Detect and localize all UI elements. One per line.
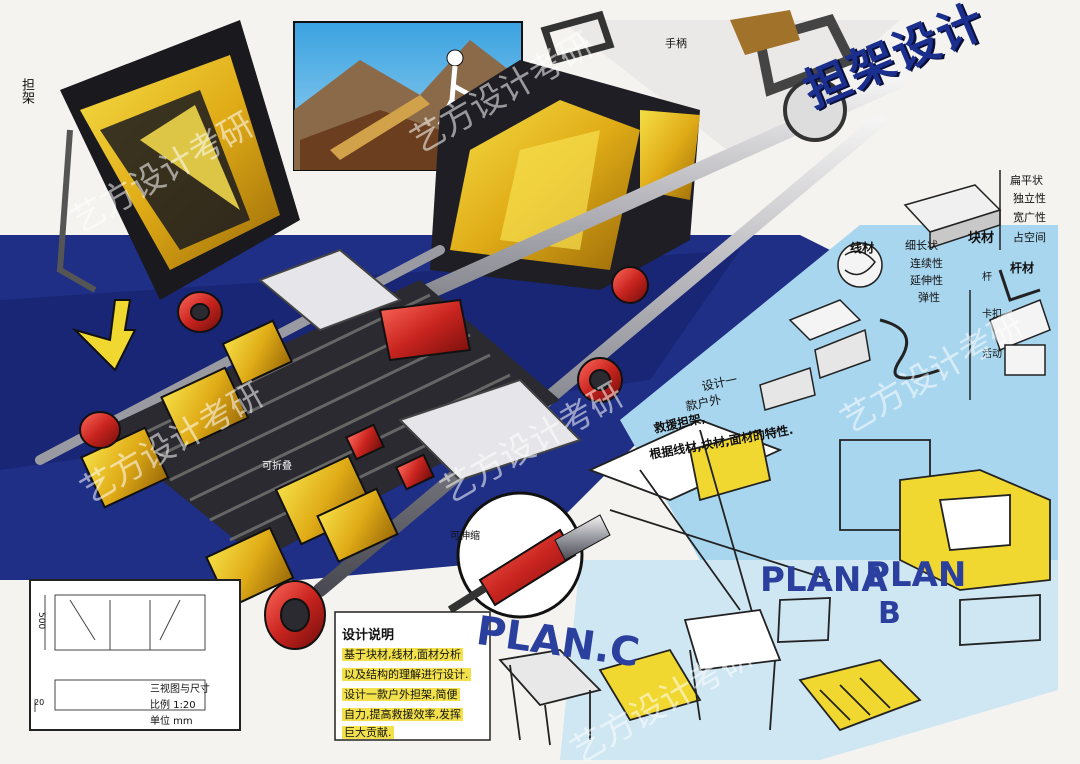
- mat-elastic: 弹性: [918, 291, 940, 304]
- three-view-caption-2: 比例 1:20: [150, 700, 196, 711]
- explanation-text-2: 以及结构的理解进行设计.: [342, 668, 471, 681]
- mat-independent: 独立性: [1013, 192, 1046, 205]
- mat-rod-tag: 杆材: [1010, 261, 1035, 275]
- red-rings: [79, 266, 649, 650]
- three-view-caption-1: 三视图与尺寸: [150, 684, 210, 695]
- material-sketches: [759, 184, 1051, 411]
- extendable-callout: 可伸缩: [450, 531, 480, 542]
- explanation-line-4: 自力,提高救援效率,发挥: [342, 706, 463, 722]
- plan-b-label: PLAN: [865, 555, 967, 595]
- foldable-callout: 可折叠: [262, 461, 292, 472]
- mat-flat: 扁平状: [1010, 174, 1043, 187]
- three-view-caption-3: 单位 mm: [150, 716, 193, 727]
- explanation-line-3: 设计一款户外担架,简便: [342, 686, 460, 702]
- explanation-line-2: 以及结构的理解进行设计.: [342, 666, 471, 682]
- mat-slender: 细长状: [905, 239, 938, 252]
- explanation-line-1: 基于块材,线材,面材分析: [342, 646, 463, 662]
- plan-a-label: PLANA: [760, 560, 888, 600]
- three-view-dim-20: 20: [34, 698, 45, 707]
- mat-block-tag: 块材: [968, 231, 995, 246]
- plan-sketches: [498, 419, 1051, 746]
- sketch-rays: [560, 20, 900, 160]
- explanation-text-4: 自力,提高救援效率,发挥: [342, 708, 463, 721]
- mat-wire-tag: 线材: [850, 241, 875, 255]
- mat-tag-rod: 杆: [982, 272, 992, 283]
- mat-tag-clip: 卡扣: [982, 309, 1002, 320]
- mat-wide: 宽广性: [1013, 211, 1046, 224]
- mat-extensible: 延伸性: [910, 274, 943, 287]
- handle-callout: 手柄: [665, 37, 687, 50]
- handle-loop: [754, 14, 857, 97]
- direction-arrow: [71, 299, 137, 372]
- explanation-text-3: 设计一款户外担架,简便: [342, 688, 460, 701]
- explanation-line-5: 巨大贡献.: [342, 724, 394, 740]
- explanation-text-1: 基于块材,线材,面材分析: [342, 648, 463, 661]
- rail-joints-bottom: [205, 454, 399, 609]
- mat-tag-move: 活动: [982, 349, 1002, 360]
- three-view-box: [29, 579, 241, 731]
- light-blue-panel-2: [560, 560, 1058, 760]
- mat-continuous: 连续性: [910, 257, 943, 270]
- mat-space: 占空间: [1013, 231, 1046, 244]
- explanation-text-5: 巨大贡献.: [342, 726, 394, 739]
- three-view-dim-500: 500: [36, 612, 46, 630]
- left-edge-note: 担架: [19, 78, 34, 104]
- explanation-heading: 设计说明: [342, 628, 395, 643]
- main-rail-bottom: [313, 113, 887, 597]
- plan-b-letter: B: [878, 596, 901, 631]
